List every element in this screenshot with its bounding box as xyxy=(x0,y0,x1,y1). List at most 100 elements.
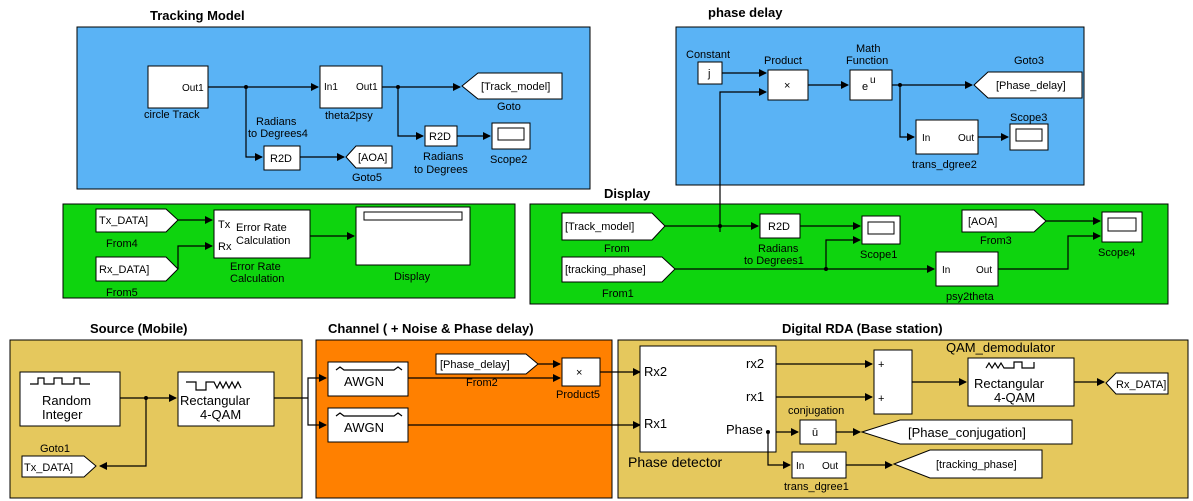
phase-delay-subsystem[interactable]: phase delay xyxy=(675,5,1085,186)
circle-track-label: circle Track xyxy=(144,109,200,121)
svg-text:u: u xyxy=(870,75,876,86)
svg-text:Radians: Radians xyxy=(758,243,799,255)
svg-text:Product: Product xyxy=(764,55,802,67)
svg-text:Tx_DATA]: Tx_DATA] xyxy=(24,462,73,474)
svg-text:×: × xyxy=(784,80,790,92)
theta2psy-label: theta2psy xyxy=(325,110,373,122)
goto3-phase-delay[interactable]: [Phase_delay] Goto3 xyxy=(973,55,1083,99)
scope3-block[interactable]: Scope3 xyxy=(1009,112,1049,151)
svg-text:[Track_model]: [Track_model] xyxy=(565,221,634,233)
constant-block[interactable]: j Constant xyxy=(686,49,730,85)
svg-text:Function: Function xyxy=(846,55,888,67)
qam-demodulator-block[interactable]: Rectangular 4-QAM QAM_demodulator xyxy=(946,340,1075,407)
phase-detector-block[interactable]: Rx2 Rx1 rx2 rx1 Phase Phase detector xyxy=(628,345,777,470)
svg-text:×: × xyxy=(576,367,582,379)
svg-text:In1: In1 xyxy=(324,82,338,93)
trans-dgree2-block[interactable]: In Out trans_dgree2 xyxy=(912,119,979,171)
svg-text:ū: ū xyxy=(812,427,818,439)
svg-text:Rx1: Rx1 xyxy=(644,416,667,431)
math-function-block[interactable]: e u Math Function xyxy=(846,43,893,101)
svg-text:[Track_model]: [Track_model] xyxy=(481,81,550,93)
circle-track-block[interactable]: Out1 circle Track xyxy=(144,65,209,121)
svg-text:Out: Out xyxy=(958,133,974,144)
svg-text:QAM_demodulator: QAM_demodulator xyxy=(946,340,1056,355)
svg-text:R2D: R2D xyxy=(270,153,292,165)
goto-rx-data[interactable]: Rx_DATA] xyxy=(1105,372,1169,395)
random-integer-block[interactable]: Random Integer xyxy=(19,371,121,427)
goto5-aoa[interactable]: [AOA] Goto5 xyxy=(345,145,393,184)
svg-text:Out1: Out1 xyxy=(356,82,378,93)
svg-text:Tx_DATA]: Tx_DATA] xyxy=(99,215,148,227)
svg-text:[Phase_conjugation]: [Phase_conjugation] xyxy=(908,425,1026,440)
svg-text:[tracking_phase]: [tracking_phase] xyxy=(565,264,646,276)
tracking-model-title: Tracking Model xyxy=(150,8,245,23)
svg-text:Scope2: Scope2 xyxy=(490,154,527,166)
sum-block[interactable]: + + xyxy=(873,349,913,415)
svg-text:Display: Display xyxy=(394,271,431,283)
svg-text:In: In xyxy=(922,133,930,144)
svg-text:Radians: Radians xyxy=(256,116,297,128)
svg-text:Goto1: Goto1 xyxy=(40,443,70,455)
svg-text:[Phase_delay]: [Phase_delay] xyxy=(996,80,1066,92)
conjugation-block[interactable]: ū conjugation xyxy=(788,405,844,445)
awgn-block-2[interactable]: AWGN xyxy=(327,407,409,443)
psy2theta-block[interactable]: In Out psy2theta xyxy=(935,251,999,303)
error-rate-calculation-block[interactable]: Tx Rx Error Rate Calculation Error Rate … xyxy=(213,209,311,285)
svg-text:j: j xyxy=(707,68,710,80)
display-left-signal-lines xyxy=(177,216,355,269)
svg-text:e: e xyxy=(862,81,868,93)
svg-text:psy2theta: psy2theta xyxy=(946,291,995,303)
svg-text:Phase detector: Phase detector xyxy=(628,454,723,470)
svg-text:[Phase_delay]: [Phase_delay] xyxy=(440,359,510,371)
svg-text:[AOA]: [AOA] xyxy=(358,152,387,164)
r2d4-block[interactable]: R2D Radians to Degrees4 xyxy=(248,116,308,171)
svg-text:From: From xyxy=(604,243,630,255)
display-block[interactable]: Display xyxy=(355,206,471,283)
svg-text:Calculation: Calculation xyxy=(236,235,290,247)
channel-signal-lines xyxy=(307,360,641,429)
product-block[interactable]: × Product xyxy=(764,55,809,101)
scope2-block[interactable]: Scope2 xyxy=(490,122,531,166)
svg-text:+: + xyxy=(878,393,884,405)
goto1-tx-data[interactable]: Tx_DATA] Goto1 xyxy=(21,443,97,478)
goto-track-model[interactable]: [Track_model] Goto xyxy=(461,72,563,113)
svg-text:Scope1: Scope1 xyxy=(860,249,897,261)
source-signal-lines xyxy=(99,394,308,470)
svg-text:Rx_DATA]: Rx_DATA] xyxy=(99,264,149,276)
goto-tracking-phase[interactable]: [tracking_phase] xyxy=(892,449,1043,479)
theta2psy-block[interactable]: In1 Out1 theta2psy xyxy=(319,65,383,122)
svg-text:Tx: Tx xyxy=(218,219,231,231)
svg-text:rx2: rx2 xyxy=(746,356,764,371)
scope4-block[interactable]: Scope4 xyxy=(1098,211,1143,259)
demodulation-waveform-icon xyxy=(985,361,1035,370)
scope1-block[interactable]: Scope1 xyxy=(860,215,901,261)
svg-text:+: + xyxy=(878,359,884,371)
svg-text:Product5: Product5 xyxy=(556,389,600,401)
svg-text:From1: From1 xyxy=(602,288,634,300)
from3-aoa[interactable]: [AOA] From3 xyxy=(961,209,1047,247)
svg-text:Calculation: Calculation xyxy=(230,273,284,285)
r2d1-block[interactable]: R2D Radians to Degrees1 xyxy=(744,213,804,267)
svg-text:Out1: Out1 xyxy=(182,83,204,94)
svg-text:to Degrees4: to Degrees4 xyxy=(248,128,308,140)
goto-phase-conjugation[interactable]: [Phase_conjugation] xyxy=(860,419,1073,445)
rda-signal-lines xyxy=(766,360,1105,469)
from-track-model[interactable]: [Track_model] From xyxy=(561,212,666,255)
r2d-block-top[interactable]: R2D Radians to Degrees xyxy=(414,125,468,176)
svg-text:[tracking_phase]: [tracking_phase] xyxy=(936,459,1017,471)
svg-text:Random: Random xyxy=(42,393,91,408)
from4-tx-data[interactable]: Tx_DATA] From4 xyxy=(95,208,179,250)
awgn-block-1[interactable]: AWGN xyxy=(327,361,409,397)
svg-text:From4: From4 xyxy=(106,238,138,250)
from1-tracking-phase[interactable]: [tracking_phase] From1 xyxy=(561,256,676,300)
display-signal-lines xyxy=(665,217,1101,273)
product5-block[interactable]: × Product5 xyxy=(556,357,601,401)
qam-modulator-block[interactable]: Rectangular 4-QAM xyxy=(177,371,275,427)
display-title: Display xyxy=(604,186,651,201)
rda-title: Digital RDA (Base station) xyxy=(782,321,943,336)
from2-phase-delay[interactable]: [Phase_delay] From2 xyxy=(435,353,539,389)
from5-rx-data[interactable]: Rx_DATA] From5 xyxy=(95,256,179,299)
svg-text:From2: From2 xyxy=(466,377,498,389)
trans-dgree1-block[interactable]: In Out trans_dgree1 xyxy=(784,451,849,493)
